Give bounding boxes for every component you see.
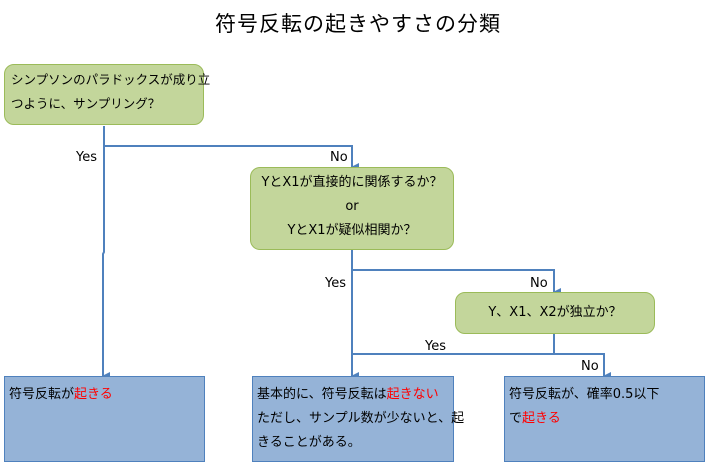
result-reversal-occurs-highlight: 起きる bbox=[74, 387, 113, 402]
decision-direct-relation-line1: YとX1が直接的に関係するか？ bbox=[261, 175, 443, 190]
result-reversal-probability-prefix: で bbox=[509, 411, 523, 426]
edge-label-q3-yes: Yes bbox=[425, 339, 446, 354]
decision-independence-text: Y、X1、X2が独立か？ bbox=[488, 305, 622, 320]
edge-label-q2-no: No bbox=[530, 276, 548, 291]
edge-q3-yes bbox=[352, 334, 555, 355]
result-reversal-probability-line2: で起きる bbox=[509, 407, 700, 431]
result-reversal-occurs-prefix: 符号反転が bbox=[9, 387, 75, 402]
result-reversal-probability-highlight: 起きる bbox=[522, 411, 561, 426]
result-reversal-rare-highlight: 起きない bbox=[386, 387, 439, 402]
edge-q2-no bbox=[352, 269, 561, 296]
edge-q3-no bbox=[554, 353, 611, 380]
result-reversal-probability: 符号反転が、確率0.5以下 で起きる bbox=[504, 376, 705, 462]
edge-label-q1-no: No bbox=[330, 150, 348, 165]
edge-label-q1-yes: Yes bbox=[76, 150, 97, 165]
decision-sampling: シンプソンのパラドックスが成り立 つように、サンプリング？ bbox=[4, 64, 211, 125]
result-reversal-probability-line1: 符号反転が、確率0.5以下 bbox=[509, 387, 660, 402]
edge-q1-no bbox=[104, 145, 359, 171]
decision-sampling-line1: シンプソンのパラドックスが成り立 bbox=[11, 72, 211, 87]
decision-direct-relation-line3: YとX1が疑似相関か？ bbox=[287, 223, 417, 238]
edge-label-q2-yes: Yes bbox=[325, 276, 346, 291]
decision-sampling-line2: つように、サンプリング？ bbox=[11, 96, 161, 111]
result-reversal-rare-line1: 基本的に、符号反転は起きない bbox=[257, 383, 449, 407]
decision-direct-relation: YとX1が直接的に関係するか？ or YとX1が疑似相関か？ bbox=[250, 167, 454, 250]
decision-independence: Y、X1、X2が独立か？ bbox=[455, 292, 655, 334]
decision-direct-relation-or: or bbox=[345, 199, 359, 214]
result-reversal-rare: 基本的に、符号反転は起きない ただし、サンプル数が少ないと、起 きることがある。 bbox=[252, 376, 465, 462]
result-reversal-rare-line3: きることがある。 bbox=[257, 435, 361, 450]
edge-label-q3-no: No bbox=[581, 359, 599, 374]
edge-q1-yes bbox=[102, 126, 110, 380]
result-reversal-rare-prefix: 基本的に、符号反転は bbox=[257, 387, 387, 402]
result-reversal-occurs: 符号反転が起きる bbox=[4, 376, 205, 462]
result-reversal-rare-line2: ただし、サンプル数が少ないと、起 bbox=[257, 411, 465, 426]
diagram-title: 符号反転の起きやすさの分類 bbox=[215, 12, 501, 36]
